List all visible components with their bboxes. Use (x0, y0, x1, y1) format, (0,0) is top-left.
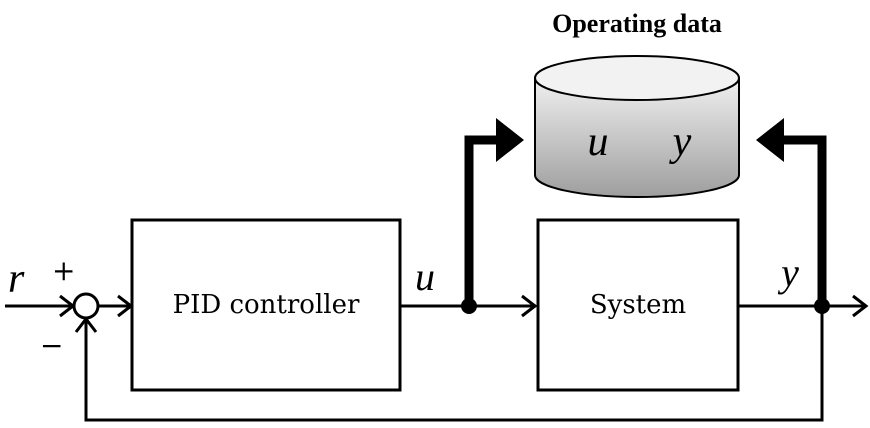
u-branch-dot (461, 298, 477, 314)
output-signal-arrow (738, 294, 869, 318)
database-var-y: y (669, 119, 692, 165)
reference-signal-label: r (8, 256, 25, 302)
error-signal-arrow (98, 294, 134, 318)
system-label: System (590, 290, 686, 320)
pid-controller-label: PID controller (173, 290, 360, 320)
feedback-path (74, 306, 824, 422)
y-to-database-branch (756, 118, 827, 306)
operating-data-cylinder (534, 55, 740, 198)
system-block (536, 218, 740, 392)
output-signal-label: y (777, 250, 799, 295)
u-to-database-branch (464, 118, 524, 306)
pid-controller-block (130, 218, 402, 392)
minus-sign: − (40, 329, 63, 362)
plus-sign: + (52, 254, 75, 287)
database-var-u: u (588, 119, 609, 165)
summing-junction (72, 292, 100, 320)
y-branch-dot (814, 298, 830, 314)
operating-data-title: Operating data (552, 9, 722, 38)
control-signal-label: u (415, 254, 435, 299)
